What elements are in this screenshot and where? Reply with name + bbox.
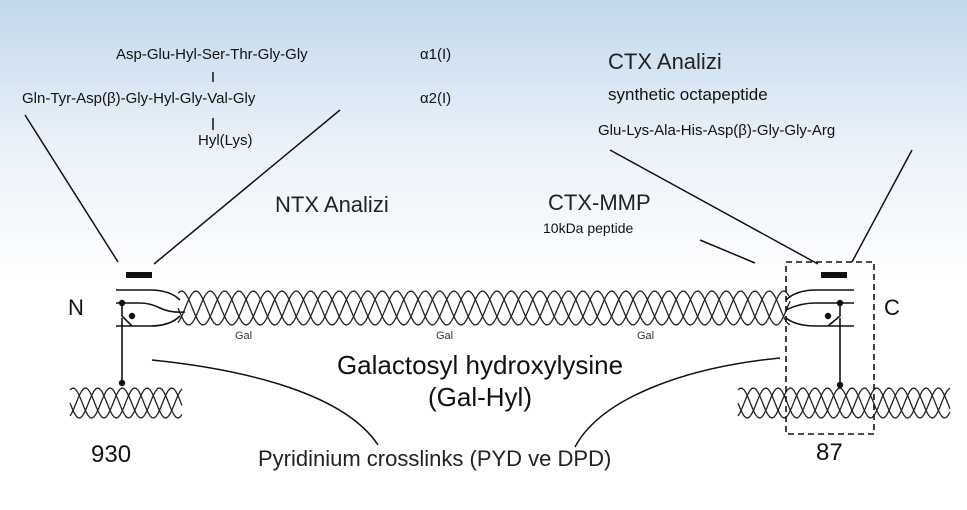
alpha1-chain-label: α1(I)	[420, 46, 452, 63]
ntx-epitope-bar	[126, 272, 152, 278]
collagen-triple-helix	[177, 290, 791, 326]
pointer-alpha2-to-n	[24, 114, 119, 263]
synthetic-octapeptide-label: synthetic octapeptide	[608, 85, 768, 104]
n-crosslink-node-top	[118, 299, 126, 307]
peptide-10kda-label: 10kDa peptide	[543, 220, 634, 236]
n-crosslink-node-mid	[128, 312, 136, 320]
n-crosslink-node-bottom	[118, 379, 126, 387]
pointer-10kda-to-box	[699, 239, 756, 264]
helix-strand	[69, 387, 183, 419]
curve-to-pyridinium-left	[151, 359, 379, 446]
ntx-analizi-title: NTX Analizi	[275, 192, 389, 217]
pointer-octapeptide-to-ctx-right	[851, 149, 913, 263]
galactosyl-hydroxylysine-label: Galactosyl hydroxylysine	[336, 350, 624, 380]
c-crosslink-node-top	[836, 299, 844, 307]
gal-hyl-abbreviation: (Gal-Hyl)	[428, 382, 532, 412]
helix-strand	[69, 387, 183, 419]
n-terminal-label: N	[68, 295, 84, 320]
ctx-mmp-region-box	[785, 261, 875, 435]
pointer-lines	[24, 72, 913, 448]
left-helix-fragment	[69, 387, 183, 419]
right-helix-fragment	[737, 387, 951, 419]
c-terminal-label: C	[884, 295, 900, 320]
helix-strand	[737, 387, 951, 419]
curve-to-pyridinium-right	[574, 357, 781, 448]
gal-label-2: Gal	[436, 330, 454, 342]
alpha2-chain-label: α2(I)	[420, 90, 452, 107]
gal-label-1: Gal	[235, 330, 253, 342]
left-residue-number: 930	[91, 441, 132, 468]
pointer-sequence-to-ntx	[153, 109, 341, 265]
hyl-lys-label: Hyl(Lys)	[198, 132, 253, 149]
helix-strand	[177, 290, 791, 326]
right-residue-number: 87	[816, 439, 843, 466]
gal-label-3: Gal	[637, 330, 655, 342]
ctx-epitope-bar	[821, 272, 847, 278]
c-crosslink-node-mid	[824, 312, 832, 320]
helix-strand	[737, 387, 951, 419]
helix-strand	[737, 387, 951, 419]
ctx-analizi-title: CTX Analizi	[608, 49, 722, 74]
alpha2-sequence: Gln-Tyr-Asp(β)-Gly-Hyl-Gly-Val-Gly	[22, 90, 256, 107]
pyridinium-crosslinks-label: Pyridinium crosslinks (PYD ve DPD)	[258, 446, 612, 471]
ctx-octapeptide-sequence: Glu-Lys-Ala-His-Asp(β)-Gly-Gly-Arg	[598, 122, 836, 139]
helix-strand	[177, 290, 791, 326]
pointer-octapeptide-to-ctx-left	[609, 149, 819, 265]
n-telopeptide	[116, 289, 186, 382]
helix-strand	[177, 290, 791, 326]
c-crosslink-node-bottom	[836, 381, 844, 389]
alpha1-sequence: Asp-Glu-Hyl-Ser-Thr-Gly-Gly	[116, 46, 308, 63]
helix-strand	[69, 387, 183, 419]
ctx-mmp-title: CTX-MMP	[548, 190, 651, 215]
c-telopeptide	[785, 289, 854, 384]
